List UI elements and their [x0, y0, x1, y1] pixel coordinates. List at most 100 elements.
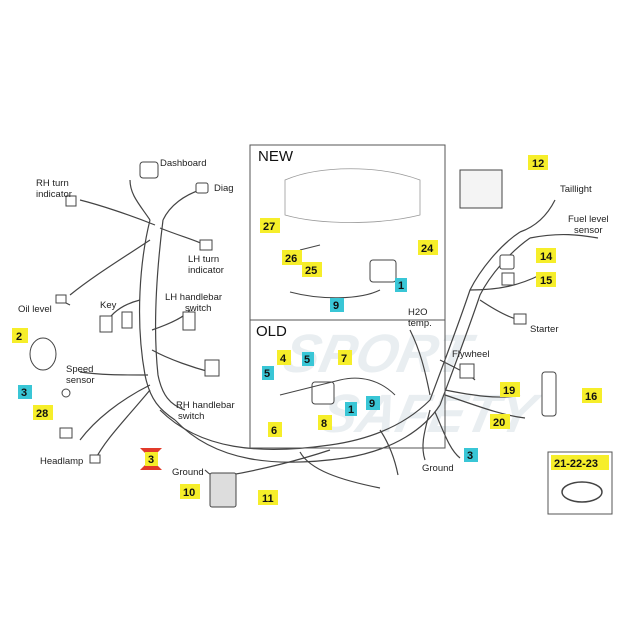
lh-switch-connector: [182, 311, 196, 331]
callout-2[interactable]: 2: [12, 328, 28, 343]
callout-1-new[interactable]: 1: [395, 278, 407, 292]
flywheel-connector: [459, 363, 475, 379]
callout-26-text: 26: [285, 253, 297, 265]
callout-16[interactable]: 16: [582, 388, 602, 403]
battery: [459, 169, 503, 209]
callout-20[interactable]: 20: [490, 414, 510, 429]
label-h2o-2: temp.: [408, 318, 432, 329]
callout-8-text: 8: [321, 418, 327, 430]
callout-19-text: 19: [503, 385, 515, 397]
old-box: [249, 319, 446, 449]
headlamp-connector-2: [89, 454, 101, 464]
callout-1-new-text: 1: [398, 280, 404, 292]
label-h2o-1: H2O: [408, 307, 428, 318]
key-connector: [99, 315, 113, 333]
lh-turn-connector: [199, 239, 213, 251]
callout-10[interactable]: 10: [180, 484, 200, 499]
callout-21-22-23-text: 21-22-23: [554, 458, 598, 470]
callout-1-old-text: 1: [348, 404, 354, 416]
callout-5-a[interactable]: 5: [302, 352, 314, 366]
callout-11-text: 11: [262, 493, 274, 505]
callout-3-right[interactable]: 3: [464, 448, 478, 462]
callout-3-marker[interactable]: 3: [140, 448, 162, 470]
callout-12-text: 12: [532, 158, 544, 170]
callout-9-old[interactable]: 9: [366, 396, 380, 410]
harness-trunk-left: [138, 219, 176, 421]
label-lh-switch-2: switch: [185, 303, 211, 314]
bolt-28: [61, 388, 71, 398]
callout-4[interactable]: 4: [277, 350, 291, 365]
harness-right: [429, 231, 521, 401]
ignition-coil-new: [369, 259, 397, 283]
callout-14-text: 14: [540, 251, 553, 263]
callout-3-left[interactable]: 3: [18, 385, 32, 399]
diag-connector: [195, 182, 209, 194]
label-speed-1: Speed: [66, 364, 93, 375]
callout-5-b[interactable]: 5: [262, 366, 274, 380]
label-oil-level: Oil level: [18, 304, 52, 315]
new-wire: [289, 244, 381, 299]
callout-8[interactable]: 8: [318, 415, 332, 430]
callout-28[interactable]: 28: [33, 405, 53, 420]
callout-10-text: 10: [183, 487, 195, 499]
regulator: [541, 371, 557, 417]
rh-switch-connector: [204, 359, 220, 377]
callout-9-new-text: 9: [333, 300, 339, 312]
callout-3-left-text: 3: [21, 387, 27, 399]
rh-turn-connector: [65, 195, 77, 207]
callout-14[interactable]: 14: [536, 248, 556, 263]
callout-5-b-text: 5: [264, 368, 270, 380]
callout-1-old[interactable]: 1: [345, 402, 357, 416]
callout-20-text: 20: [493, 417, 505, 429]
callout-3-marker-text: 3: [148, 454, 154, 466]
headlamp-connector: [59, 427, 73, 439]
dashboard-connector: [139, 161, 159, 179]
new-section: NEW: [249, 144, 446, 321]
label-dashboard: Dashboard: [160, 158, 206, 169]
callout-11[interactable]: 11: [258, 490, 278, 505]
label-rh-switch-2: switch: [178, 411, 204, 422]
label-ground-right: Ground: [422, 463, 454, 474]
callout-26[interactable]: 26: [282, 250, 302, 265]
frame-sketch: [284, 168, 421, 223]
label-fuel-2: sensor: [574, 225, 603, 236]
label-key: Key: [100, 300, 117, 311]
clamp-ring: [561, 481, 603, 503]
label-lh-switch-1: LH handlebar: [165, 292, 222, 303]
callout-7-text: 7: [341, 353, 347, 365]
callout-15-text: 15: [540, 275, 552, 287]
old-heading: OLD: [256, 323, 287, 340]
callout-6[interactable]: 6: [268, 422, 282, 437]
callout-9-new[interactable]: 9: [330, 298, 344, 312]
callout-25[interactable]: 25: [302, 262, 322, 277]
harness-bottom: [159, 399, 431, 451]
callout-27[interactable]: 27: [260, 218, 280, 233]
callout-3-right-text: 3: [467, 450, 473, 462]
callouts: 12 14 15 27 26 24 25 2 28 4 7 6 8 19 16 …: [12, 155, 609, 505]
callout-25-text: 25: [305, 265, 317, 277]
callout-7[interactable]: 7: [338, 350, 352, 365]
callout-4-text: 4: [280, 353, 287, 365]
callout-19[interactable]: 19: [500, 382, 520, 397]
key-connector-2: [121, 311, 133, 329]
old-wire: [279, 377, 396, 396]
fuse-box: [209, 472, 237, 508]
starter-connector: [513, 313, 527, 325]
callout-21-22-23[interactable]: 21-22-23: [551, 455, 609, 470]
callout-15[interactable]: 15: [536, 272, 556, 287]
oil-level-connector: [55, 294, 67, 304]
label-headlamp: Headlamp: [40, 456, 83, 467]
label-lh-turn-2: indicator: [188, 265, 224, 276]
callout-24[interactable]: 24: [418, 240, 438, 255]
label-speed-2: sensor: [66, 375, 95, 386]
relay-15: [501, 272, 515, 286]
callout-27-text: 27: [263, 221, 275, 233]
old-section: OLD: [249, 319, 446, 449]
harness-bottom-2: [174, 404, 441, 463]
callout-12[interactable]: 12: [528, 155, 548, 170]
callout-6-text: 6: [271, 425, 277, 437]
horn: [29, 337, 57, 371]
label-fuel-1: Fuel level: [568, 214, 609, 225]
label-taillight: Taillight: [560, 184, 592, 195]
